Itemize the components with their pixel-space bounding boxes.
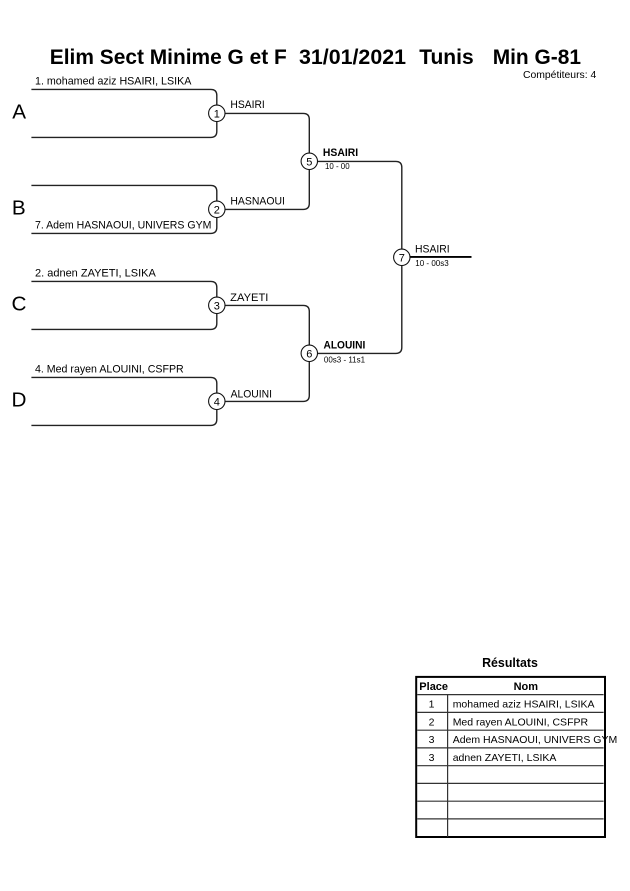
svg-text:10 - 00s3: 10 - 00s3	[415, 258, 449, 268]
svg-text:Med rayen ALOUINI, CSFPR: Med rayen ALOUINI, CSFPR	[453, 717, 589, 729]
svg-text:Résultats: Résultats	[482, 655, 538, 670]
svg-text:HSAIRI: HSAIRI	[415, 243, 450, 255]
svg-text:7. Adem HASNAOUI, UNIVERS GYM: 7. Adem HASNAOUI, UNIVERS GYM	[35, 219, 211, 231]
svg-text:Adem HASNAOUI, UNIVERS GYM: Adem HASNAOUI, UNIVERS GYM	[453, 734, 618, 746]
svg-text:ALOUINI: ALOUINI	[324, 339, 366, 351]
svg-text:3: 3	[429, 734, 435, 746]
svg-text:Place: Place	[419, 681, 448, 693]
svg-text:2: 2	[429, 717, 435, 729]
svg-text:1: 1	[214, 108, 220, 120]
svg-text:4. Med rayen ALOUINI, CSFPR: 4. Med rayen ALOUINI, CSFPR	[35, 364, 184, 376]
svg-text:mohamed aziz HSAIRI, LSIKA: mohamed aziz HSAIRI, LSIKA	[453, 699, 595, 711]
svg-text:00s3 - 11s1: 00s3 - 11s1	[324, 355, 366, 365]
svg-text:3: 3	[429, 752, 435, 764]
svg-text:Elim Sect Minime G et F 31: Elim Sect Minime G et F 31/01/2021 Tunis…	[50, 46, 582, 69]
svg-text:6: 6	[306, 348, 312, 360]
svg-text:Compétiteurs: 4: Compétiteurs: 4	[523, 70, 597, 81]
svg-text:10 - 00: 10 - 00	[325, 161, 350, 171]
svg-text:adnen ZAYETI, LSIKA: adnen ZAYETI, LSIKA	[453, 752, 557, 764]
svg-text:5: 5	[306, 156, 312, 168]
svg-text:A: A	[12, 101, 26, 124]
svg-text:Nom: Nom	[514, 681, 539, 693]
svg-text:B: B	[12, 197, 26, 220]
svg-text:HSAIRI: HSAIRI	[323, 147, 358, 159]
svg-text:2: 2	[214, 204, 220, 216]
svg-text:1: 1	[429, 699, 435, 711]
svg-text:3: 3	[214, 300, 220, 312]
svg-text:ZAYETI: ZAYETI	[230, 292, 268, 304]
svg-text:ALOUINI: ALOUINI	[231, 389, 272, 401]
svg-text:1. mohamed aziz HSAIRI, LSIKA: 1. mohamed aziz HSAIRI, LSIKA	[35, 76, 192, 88]
svg-text:D: D	[12, 389, 27, 412]
svg-text:7: 7	[399, 252, 405, 264]
svg-text:2. adnen ZAYETI, LSIKA: 2. adnen ZAYETI, LSIKA	[35, 268, 157, 280]
svg-text:4: 4	[214, 396, 220, 408]
svg-text:HSAIRI: HSAIRI	[230, 99, 264, 111]
svg-text:C: C	[12, 293, 27, 316]
svg-text:HASNAOUI: HASNAOUI	[230, 195, 285, 207]
